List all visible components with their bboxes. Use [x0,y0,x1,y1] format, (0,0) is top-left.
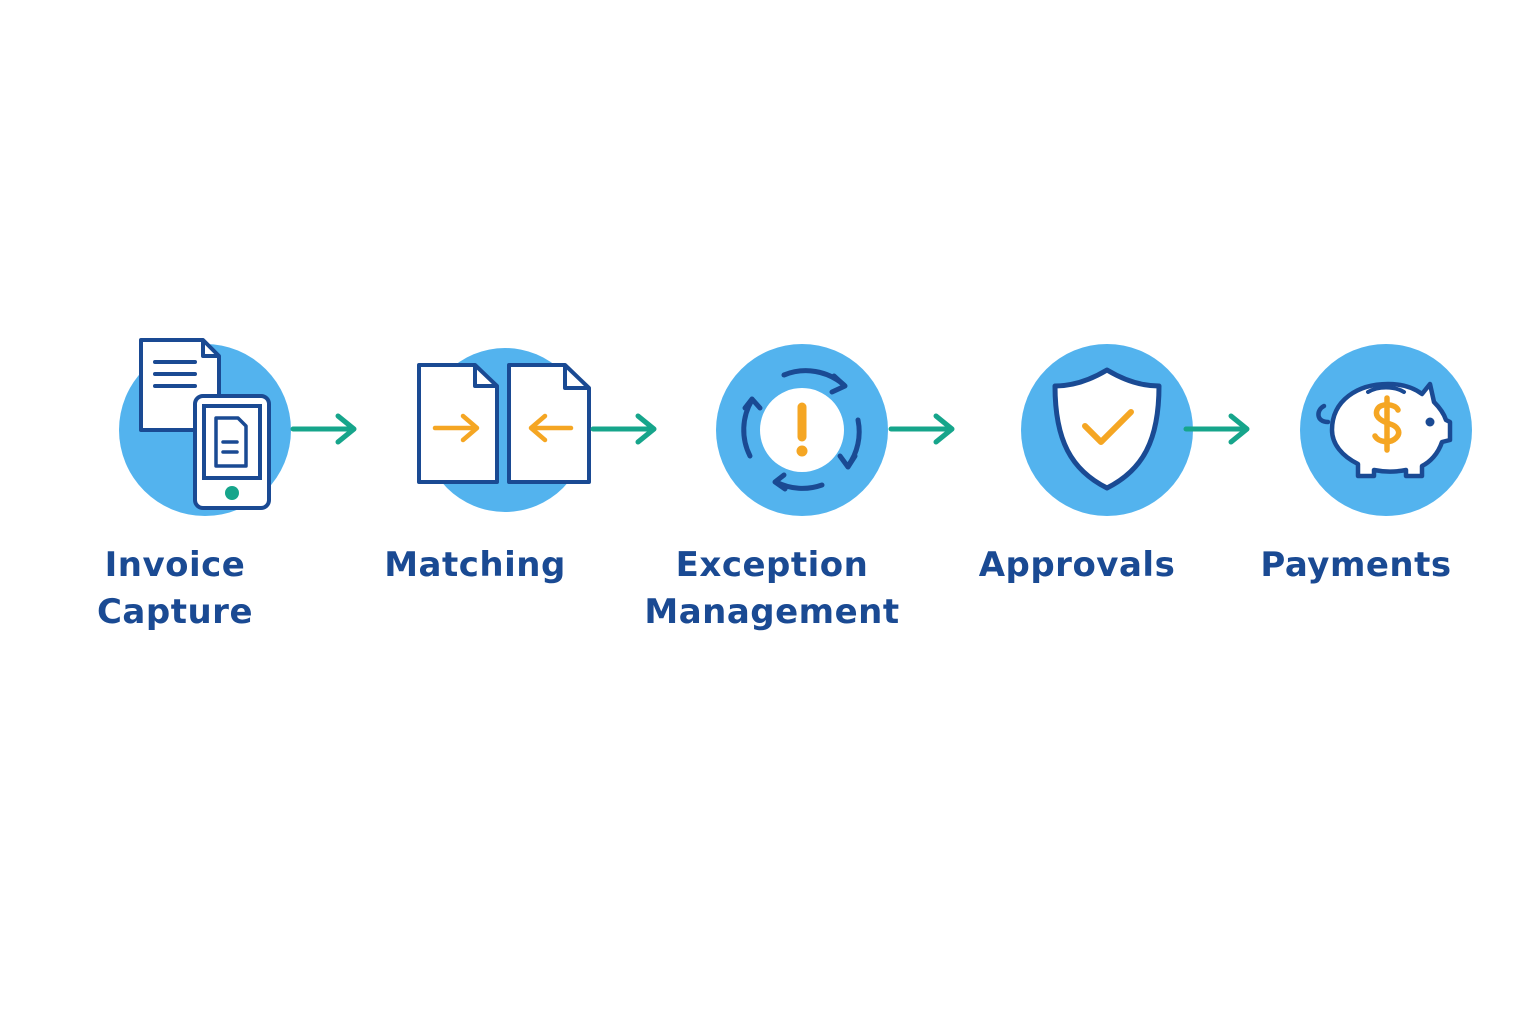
step-matching: Matching [345,330,605,650]
piggy-bank-icon [1300,344,1472,516]
step-payments: Payments [1226,330,1486,650]
step-invoice-capture: Invoice Capture [45,330,305,650]
arrow-right-icon [290,413,357,445]
arrow-right-icon [888,413,955,445]
step-approvals: Approvals [947,330,1207,650]
step-label: Approvals [947,542,1207,589]
arrow-right-icon [1183,413,1250,445]
step-label-line: Payments [1260,545,1452,585]
step-exception-management: Exception Management [642,330,902,650]
step-label: Invoice Capture [45,542,305,636]
step-label-line: Invoice [104,545,246,585]
arrow-right-icon [590,413,657,445]
step-label-line: Approvals [978,545,1176,585]
step-label-line: Matching [384,545,566,585]
step-label-line: Management [644,592,900,632]
matching-documents-icon [417,348,591,512]
step-label-line: Exception [675,545,869,585]
step-label: Exception Management [642,542,902,636]
shield-check-icon [1021,344,1193,516]
invoice-capture-icon [119,338,291,516]
step-label-line: Capture [96,592,254,632]
step-label: Payments [1226,542,1486,589]
exception-cycle-icon [716,344,888,516]
step-label: Matching [345,542,605,589]
